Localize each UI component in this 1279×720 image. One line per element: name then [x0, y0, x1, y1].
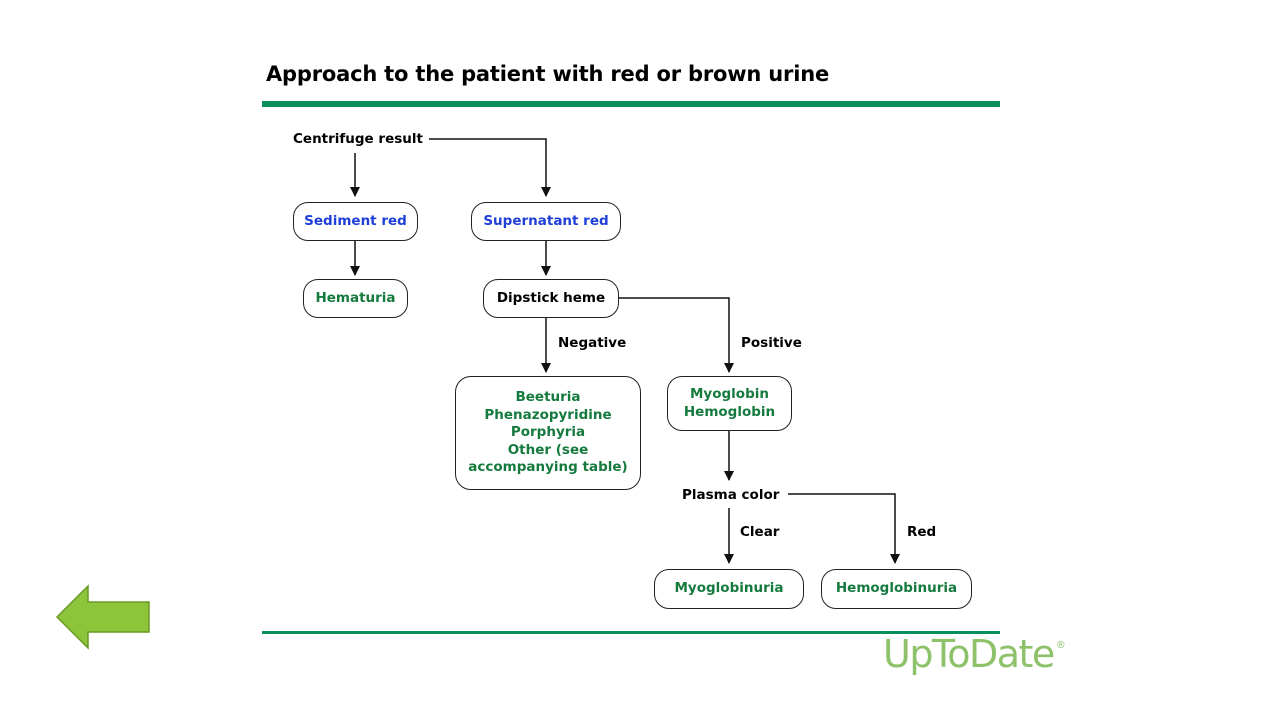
negative-causes-node: Beeturia Phenazopyridine Porphyria Other… — [455, 376, 641, 490]
hemoglobinuria-node: Hemoglobinuria — [821, 569, 972, 609]
dipstick-heme-node: Dipstick heme — [483, 279, 619, 318]
myoglobin-line: Myoglobin — [690, 386, 769, 402]
back-button[interactable] — [55, 584, 151, 654]
centrifuge-result-label: Centrifuge result — [293, 131, 423, 147]
clear-edge-label: Clear — [740, 524, 780, 540]
title-divider — [262, 101, 1000, 107]
negative-cause-line: Phenazopyridine — [484, 406, 612, 423]
red-edge-label: Red — [907, 524, 937, 540]
sediment-red-node: Sediment red — [293, 202, 418, 241]
myoglobinuria-node: Myoglobinuria — [654, 569, 804, 609]
left-arrow-icon — [55, 584, 150, 650]
bottom-divider — [262, 631, 1000, 634]
negative-cause-line: Porphyria — [510, 424, 586, 441]
uptodate-logo: UpToDate® — [883, 632, 1066, 676]
negative-cause-line: Other (see — [507, 441, 589, 458]
page-title: Approach to the patient with red or brow… — [266, 62, 829, 86]
positive-edge-label: Positive — [741, 335, 802, 351]
supernatant-red-node: Supernatant red — [471, 202, 621, 241]
negative-cause-line: accompanying table) — [468, 459, 628, 476]
logo-text: UpToDate — [883, 632, 1055, 676]
myoglobin-hemoglobin-node: Myoglobin Hemoglobin — [667, 376, 792, 431]
edge-centrifuge-supernatant — [429, 138, 551, 197]
edge-plasma-hemoglobinuria — [788, 493, 900, 564]
registered-mark: ® — [1055, 640, 1066, 651]
plasma-color-label: Plasma color — [682, 487, 780, 503]
negative-edge-label: Negative — [558, 335, 627, 351]
hematuria-node: Hematuria — [303, 279, 408, 318]
edge-dipstick-positive — [619, 297, 734, 373]
negative-cause-line: Beeturia — [515, 389, 581, 406]
hemoglobin-line: Hemoglobin — [683, 403, 776, 420]
